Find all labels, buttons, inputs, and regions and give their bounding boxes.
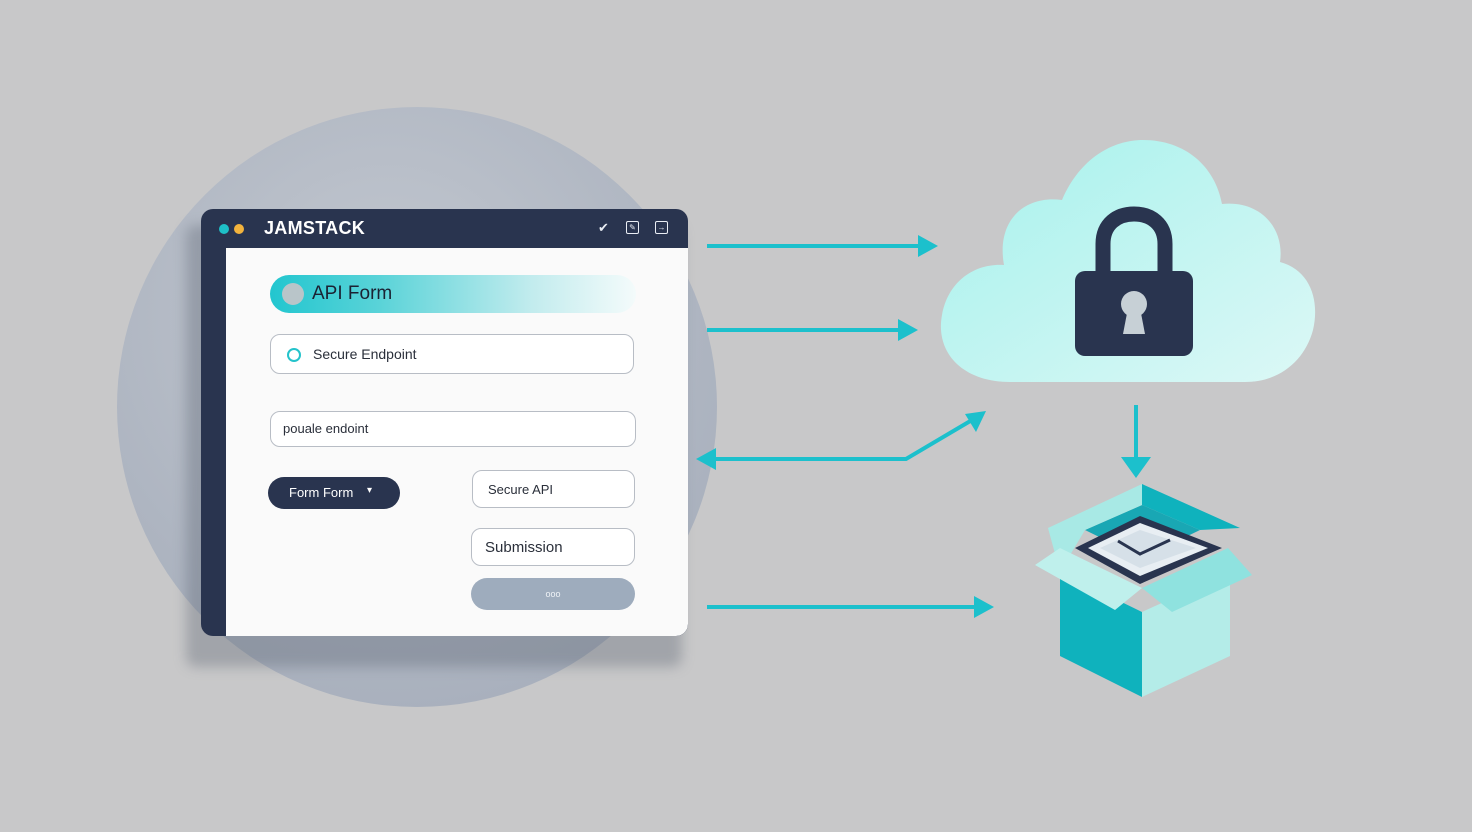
arrow-4 bbox=[707, 596, 994, 618]
radio-icon[interactable] bbox=[287, 348, 301, 362]
window-dot-amber[interactable] bbox=[234, 224, 244, 234]
endpoint-input-value: pouale endoint bbox=[283, 421, 369, 436]
arrow-3 bbox=[696, 411, 986, 470]
form-dropdown-button[interactable]: Form Form ▾ bbox=[268, 477, 400, 509]
submission-value: Submission bbox=[485, 539, 563, 556]
submit-button[interactable]: ooo bbox=[471, 578, 635, 610]
form-header: API Form bbox=[270, 275, 636, 313]
title-bar: JAMSTACK ✔ ✎ → bbox=[201, 209, 688, 247]
arrow-2 bbox=[707, 319, 918, 341]
app-title: JAMSTACK bbox=[264, 218, 366, 238]
toggle-knob-icon[interactable] bbox=[282, 283, 304, 305]
cloud-icon bbox=[940, 140, 1316, 382]
window-dot-teal[interactable] bbox=[219, 224, 229, 234]
secure-endpoint-field[interactable]: Secure Endpoint bbox=[270, 334, 634, 374]
exit-icon[interactable]: → bbox=[655, 221, 668, 234]
secure-api-field[interactable]: Secure API bbox=[472, 470, 635, 508]
check-icon[interactable]: ✔ bbox=[598, 220, 609, 235]
form-panel: API Form Secure Endpoint pouale endoint … bbox=[226, 248, 688, 636]
edit-icon[interactable]: ✎ bbox=[626, 221, 639, 234]
form-header-title: API Form bbox=[312, 283, 393, 304]
app-window: JAMSTACK ✔ ✎ → API Form Secure Endpoint … bbox=[201, 209, 688, 636]
lock-icon bbox=[1075, 206, 1193, 356]
secure-api-value: Secure API bbox=[488, 482, 554, 497]
secure-endpoint-value: Secure Endpoint bbox=[313, 346, 417, 362]
arrow-1 bbox=[707, 235, 938, 257]
submission-field[interactable]: Submission bbox=[471, 528, 635, 566]
endpoint-input[interactable]: pouale endoint bbox=[270, 411, 636, 447]
arrow-down bbox=[1121, 405, 1151, 478]
caret-down-icon: ▾ bbox=[367, 485, 373, 496]
form-dropdown-label: Form Form bbox=[289, 485, 354, 500]
open-box-icon bbox=[1035, 484, 1252, 697]
